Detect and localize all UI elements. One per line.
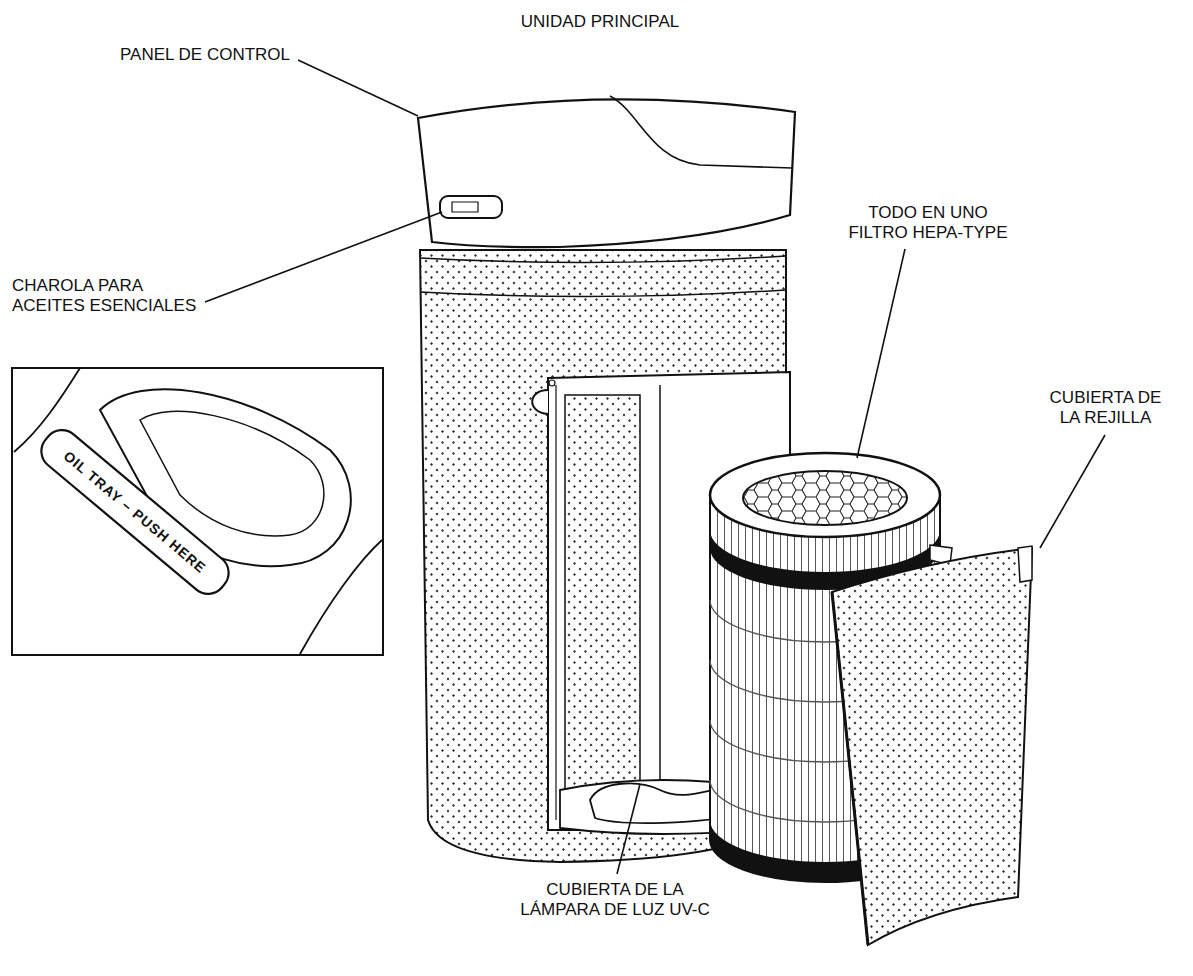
filter-mesh	[743, 471, 907, 525]
grille-edge	[832, 592, 868, 945]
inner-wall-edge	[659, 385, 661, 790]
control-panel-line	[610, 96, 792, 168]
grille-panel	[832, 548, 1032, 945]
grille-lip	[1018, 546, 1032, 582]
hinge-tab	[532, 390, 548, 414]
inset-frame	[12, 368, 383, 655]
unit-head	[418, 99, 795, 247]
collar-line	[420, 290, 786, 297]
part-label: PANEL DE CONTROL	[120, 45, 300, 65]
collar-line	[420, 256, 786, 263]
oil-tray-inset	[12, 368, 383, 655]
oil-tray-slot	[440, 196, 502, 218]
filter-top	[710, 453, 940, 537]
part-label: UNIDAD PRINCIPAL	[480, 12, 720, 32]
oil-tray-handle	[34, 423, 236, 601]
leader-line	[857, 249, 905, 458]
part-label: CUBIERTA DE LA LÁMPARA DE LUZ UV-C	[515, 880, 715, 920]
inner-wall	[565, 395, 640, 795]
leader-line	[205, 212, 442, 302]
hinge-pin	[549, 380, 555, 386]
part-label: CHAROLA PARA ACEITES ESENCIALES	[12, 276, 207, 316]
part-label: CUBIERTA DE LA REJILLA	[1043, 388, 1168, 428]
oil-tray-slot	[452, 202, 478, 212]
part-label: TODO EN UNO FILTRO HEPA-TYPE	[843, 203, 1013, 243]
inner-wall-edge	[555, 385, 556, 820]
printed-marking: OIL TRAY – PUSH HERE	[53, 441, 218, 583]
leader-line	[617, 784, 640, 874]
grille-cover	[832, 546, 1032, 945]
leader-line	[298, 60, 418, 116]
leader-line	[1040, 435, 1105, 548]
